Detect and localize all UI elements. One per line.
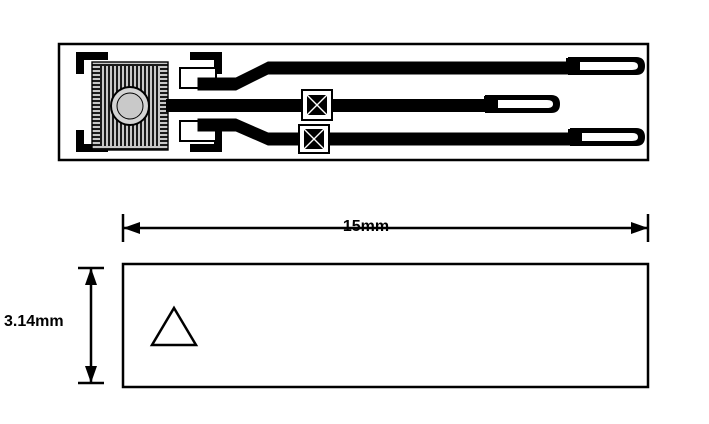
top-view-detail xyxy=(57,42,650,162)
width-arrow-left xyxy=(123,222,140,234)
conductor-trace-lower xyxy=(197,118,646,154)
triangle-marker-icon xyxy=(149,305,199,347)
outline-rectangle xyxy=(121,262,650,389)
conductor-trace-upper xyxy=(197,57,646,91)
outline-dimension-view xyxy=(78,214,650,389)
strain-gauge-grid xyxy=(91,61,169,151)
height-arrow-bottom xyxy=(85,366,97,383)
conductor-trace-middle xyxy=(166,89,561,121)
height-arrow-top xyxy=(85,268,97,285)
component-marker-upper xyxy=(301,89,333,121)
width-dimension-label: 15mm xyxy=(342,218,390,235)
component-marker-lower xyxy=(298,124,330,154)
width-arrow-right xyxy=(631,222,648,234)
height-dimension-label: 3.14mm xyxy=(4,313,64,330)
